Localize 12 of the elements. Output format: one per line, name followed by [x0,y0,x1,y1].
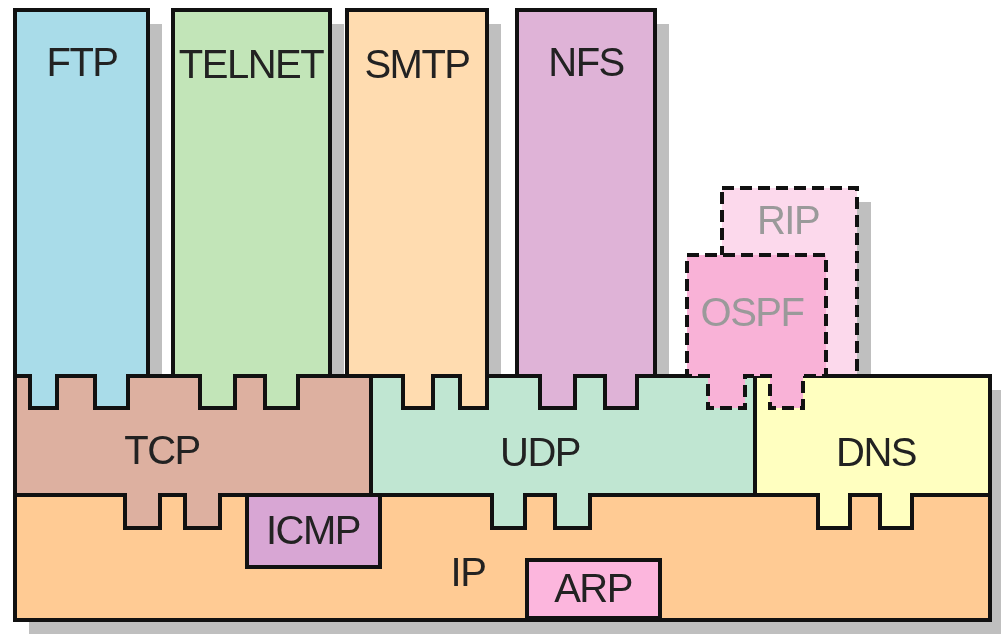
protocol-label: ICMP [266,510,360,550]
protocol-label: TELNET [178,44,324,84]
protocol-label: NFS [548,42,624,82]
protocol-label: DNS [836,432,916,472]
protocol-label: OSPF [700,292,804,332]
protocol-label: UDP [500,432,580,472]
protocol-label: TCP [124,430,200,470]
protocol-label: ARP [554,568,632,608]
protocol-label: SMTP [364,44,470,84]
protocol-label: RIP [756,200,820,240]
protocol-label: FTP [46,42,118,82]
protocol-label: IP [450,552,486,592]
